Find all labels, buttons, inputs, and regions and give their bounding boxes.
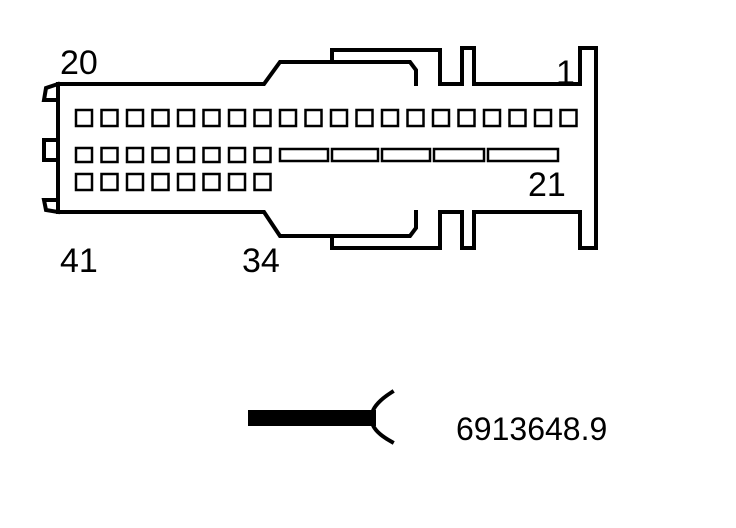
- connector-body: [41, 46, 598, 250]
- cavity-grid: [74, 108, 578, 192]
- cavity-row2: [100, 146, 119, 164]
- cavity-row2-wide: [278, 147, 330, 163]
- bottom-guide-rail: [330, 210, 418, 238]
- cavity-row1: [278, 108, 298, 128]
- cavity-row2: [125, 146, 145, 164]
- part-number: 6913648.9: [456, 411, 607, 447]
- cavity-row2-wide: [486, 147, 560, 163]
- pin-label-1: 1: [556, 54, 575, 92]
- cavity-row2: [227, 146, 247, 164]
- cavity-row2: [151, 146, 170, 164]
- wire-bar: [248, 410, 376, 426]
- cavity-row1: [100, 108, 119, 128]
- connector-outline-top: [56, 46, 598, 250]
- cavity-row2: [202, 146, 221, 164]
- cavity-row1: [355, 108, 374, 128]
- cavity-row1: [380, 108, 400, 128]
- cavity-row3: [74, 172, 94, 192]
- cavity-row3: [176, 172, 196, 192]
- cavity-row1: [304, 108, 323, 128]
- cavity-row1: [176, 108, 196, 128]
- cavity-row3: [253, 172, 272, 192]
- wire-connector-end: [369, 389, 395, 445]
- cavity-row2: [176, 146, 196, 164]
- left-latch-middle: [42, 138, 60, 162]
- cavity-row1: [533, 108, 553, 128]
- cavity-row1: [508, 108, 527, 128]
- cavity-row1: [74, 108, 94, 128]
- cavity-row1: [329, 108, 349, 128]
- pin-label-41: 41: [60, 242, 98, 280]
- cavity-row1: [406, 108, 425, 128]
- cavity-row1: [202, 108, 221, 128]
- cavity-row1: [151, 108, 170, 128]
- cavity-row3: [100, 172, 119, 192]
- pin-label-21: 21: [528, 166, 566, 204]
- pin-label-20: 20: [60, 44, 98, 82]
- cavity-row1: [431, 108, 451, 128]
- top-guide-rail: [330, 60, 418, 86]
- cavity-row2-wide: [330, 147, 380, 163]
- cavity-row1: [457, 108, 476, 128]
- cavity-row2: [253, 146, 272, 164]
- cavity-row1: [227, 108, 247, 128]
- cavity-row2: [74, 146, 94, 164]
- cavity-row3: [202, 172, 221, 192]
- cavity-row1: [559, 108, 578, 128]
- cavity-row1: [253, 108, 272, 128]
- cavity-row2-wide: [380, 147, 432, 163]
- cavity-row1: [482, 108, 502, 128]
- left-latch-bottom: [41, 198, 61, 215]
- harness-symbol: [248, 389, 395, 445]
- cavity-row3: [125, 172, 145, 192]
- cavity-row3: [227, 172, 247, 192]
- left-latch-top: [41, 81, 61, 102]
- cavity-row2-wide: [432, 147, 486, 163]
- cavity-row3: [151, 172, 170, 192]
- pin-label-34: 34: [242, 242, 280, 280]
- cavity-row1: [125, 108, 145, 128]
